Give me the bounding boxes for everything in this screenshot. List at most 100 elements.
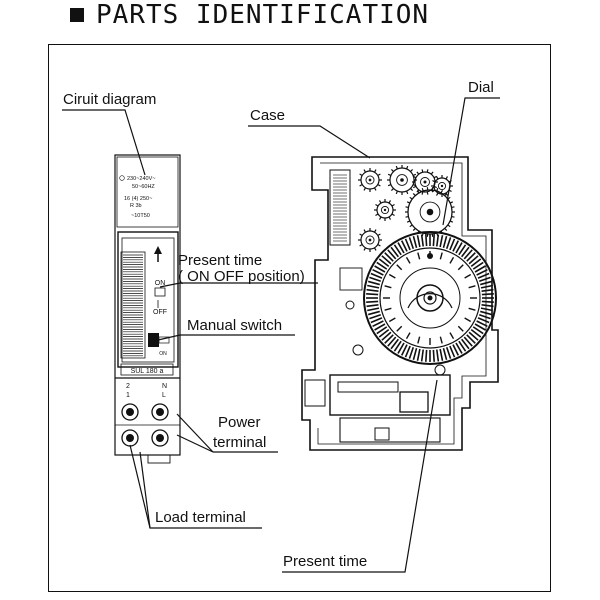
dial-hour-tick [396, 264, 403, 271]
dial-segment [449, 238, 456, 251]
label-load-terminal: Load terminal [155, 509, 246, 526]
dial-inner-ring [379, 247, 481, 349]
dial-segment [390, 246, 399, 258]
dial-marker [427, 253, 433, 259]
dial-segment [376, 261, 388, 270]
screw-head [156, 434, 164, 442]
gear-tooth [412, 193, 416, 197]
dial-segment [374, 323, 386, 331]
dial-segment [393, 244, 402, 256]
gear-tooth [373, 229, 377, 233]
gear-tooth [373, 187, 377, 191]
dial-segment [439, 235, 444, 248]
gear-axle [426, 208, 434, 216]
dial-segment [372, 320, 384, 328]
front-view-device [114, 154, 181, 464]
label-power-terminal-2: terminal [213, 434, 266, 451]
terminal-2-label: 2 [126, 383, 130, 390]
dial-segment [370, 272, 383, 279]
gear-hub [365, 235, 375, 245]
dial-segment [412, 235, 418, 248]
dial-hour-tick [384, 285, 392, 289]
gear-tooth [378, 200, 382, 204]
dial-hour-tick [405, 256, 411, 264]
terminal-screw-icon [151, 429, 169, 447]
dial-segment [449, 345, 456, 358]
dial-segment [408, 237, 415, 250]
dial-hour-tick [396, 325, 403, 332]
dial-hour-tick [468, 285, 476, 289]
gear-tooth [375, 213, 379, 217]
dial-segment [390, 338, 399, 350]
dial-hour-tick [464, 273, 472, 279]
dial-segment [400, 344, 408, 356]
compartment-hatch [333, 174, 347, 242]
gear-tooth [410, 168, 414, 172]
gear-tooth [363, 169, 367, 173]
manual-switch-lever[interactable] [148, 333, 159, 347]
circuit-label-text: 230~240V~ 50~60HZ 16 (4) 250~ R 3b ~10T5… [119, 175, 155, 219]
dial-segment [442, 348, 448, 361]
dial-segment [384, 334, 394, 344]
section-title: PARTS IDENTIFICATION [96, 0, 430, 30]
circuit-label-plate [116, 156, 179, 228]
dial-segment [374, 265, 386, 273]
gear-tooth [436, 188, 439, 192]
dial-segment [478, 276, 491, 283]
dial-segment [481, 303, 494, 308]
gear-axle [368, 238, 372, 242]
leader-circuit-diagram [62, 109, 146, 176]
dial-segment [369, 313, 382, 320]
dial-segment [435, 349, 440, 362]
leader-power-2 [176, 413, 214, 453]
circuit-text-3: 16 (4) 250~ [124, 196, 152, 202]
manual-switch[interactable]: ON [148, 333, 170, 357]
gear-tooth [412, 227, 416, 231]
circuit-text-5: ~10T50 [131, 213, 150, 219]
gear-tooth [405, 206, 409, 209]
leader-load-2 [139, 451, 151, 529]
gear-tooth [409, 224, 413, 228]
label-present-time-position-2: ( ON OFF position) [178, 268, 305, 285]
label-case: Case [250, 107, 285, 124]
dial-segment [481, 300, 494, 303]
dial-segment [367, 284, 380, 289]
gear-tooth [432, 179, 436, 183]
gear-tooth [413, 185, 417, 189]
segment-strip [120, 251, 146, 359]
dial-hour-tick [439, 336, 443, 344]
dial-segment [461, 246, 470, 258]
gear-tooth [406, 190, 409, 195]
gear-tooth [416, 171, 420, 175]
dial-segment [439, 348, 444, 361]
leader-manual-switch [157, 334, 295, 341]
gear-tooth [395, 165, 398, 170]
dial-segment [480, 307, 493, 312]
gear-axle [383, 208, 387, 212]
dial[interactable] [363, 231, 497, 365]
dial-segment [472, 326, 484, 335]
off-label: OFF [153, 309, 167, 316]
dial-segment [470, 258, 482, 267]
dial-segment [376, 326, 388, 335]
gear-tooth [421, 169, 424, 173]
gear-axle [440, 184, 444, 188]
gear-tooth [390, 168, 394, 172]
dial-hour-tick [468, 307, 476, 311]
gear-tooth [377, 173, 381, 177]
dial-segment [381, 331, 392, 341]
dial-segment [481, 293, 494, 296]
dial-segment [474, 323, 486, 331]
gear-tooth [444, 227, 448, 231]
dial-segment [366, 293, 379, 296]
dial-segment [477, 317, 490, 324]
base-screw [374, 427, 390, 441]
gear-axle [368, 178, 372, 182]
diagram-frame [48, 44, 551, 592]
dial-segment [463, 249, 473, 260]
dial-segment [480, 284, 493, 289]
circuit-text-4: R 3b [130, 203, 142, 209]
on-label: ON [155, 280, 166, 287]
gear-tooth [387, 184, 392, 187]
gear-tooth [435, 192, 439, 196]
